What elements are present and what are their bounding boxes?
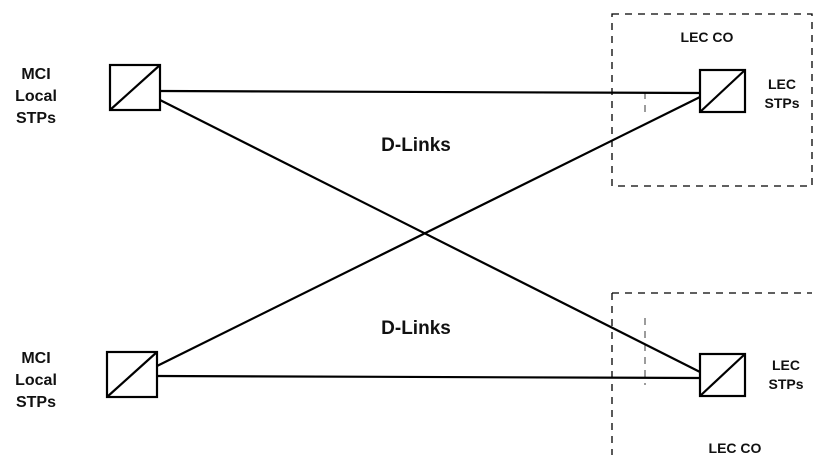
link-mci-bottom-to-lec-top (156, 96, 701, 367)
d-links-label-lower: D-Links (381, 318, 451, 339)
link-mci-bottom-to-lec-bottom (156, 374, 701, 380)
lec-co-region-top-border (611, 13, 813, 187)
lec-co-region-bottom-border (611, 292, 812, 455)
lec-bottom-label-line-1: LEC (772, 357, 800, 373)
d-links-label-upper: D-Links (381, 135, 451, 156)
lec-top-stp-slash (699, 69, 746, 113)
mci-top-label: MCI Local STPs (15, 66, 57, 127)
lec-co-region-top (611, 13, 813, 187)
lec-bottom-stp-slash (699, 353, 746, 397)
mci-bottom-stp-slash (106, 351, 158, 398)
mci-bottom-label-line-3: STPs (16, 394, 56, 411)
lec-bottom-label: LEC STPs (768, 357, 803, 392)
lec-bottom-label-line-2: STPs (768, 376, 803, 392)
mci-top-label-line-2: Local (15, 88, 57, 105)
lec-co-bottom-title: LEC CO (709, 440, 762, 456)
lec-co-top-title: LEC CO (681, 29, 734, 45)
lec-top-label-line-2: STPs (764, 95, 799, 111)
mci-bottom-label: MCI Local STPs (15, 350, 57, 411)
mci-top-stp-slash (109, 64, 161, 111)
mci-top-stp-icon (108, 63, 162, 112)
lec-top-label-line-1: LEC (768, 76, 796, 92)
link-mci-top-to-lec-bottom (159, 99, 701, 373)
lec-bottom-stp-icon (698, 352, 747, 398)
mci-bottom-stp-icon (105, 350, 159, 399)
lec-top-label: LEC STPs (764, 76, 799, 111)
mci-top-label-line-3: STPs (16, 110, 56, 127)
lec-co-region-bottom (611, 292, 812, 455)
link-mci-top-to-lec-top (159, 89, 701, 95)
mci-bottom-label-line-1: MCI (21, 350, 50, 367)
mci-top-label-line-1: MCI (21, 66, 50, 83)
mci-bottom-label-line-2: Local (15, 372, 57, 389)
lec-top-stp-icon (698, 68, 747, 114)
